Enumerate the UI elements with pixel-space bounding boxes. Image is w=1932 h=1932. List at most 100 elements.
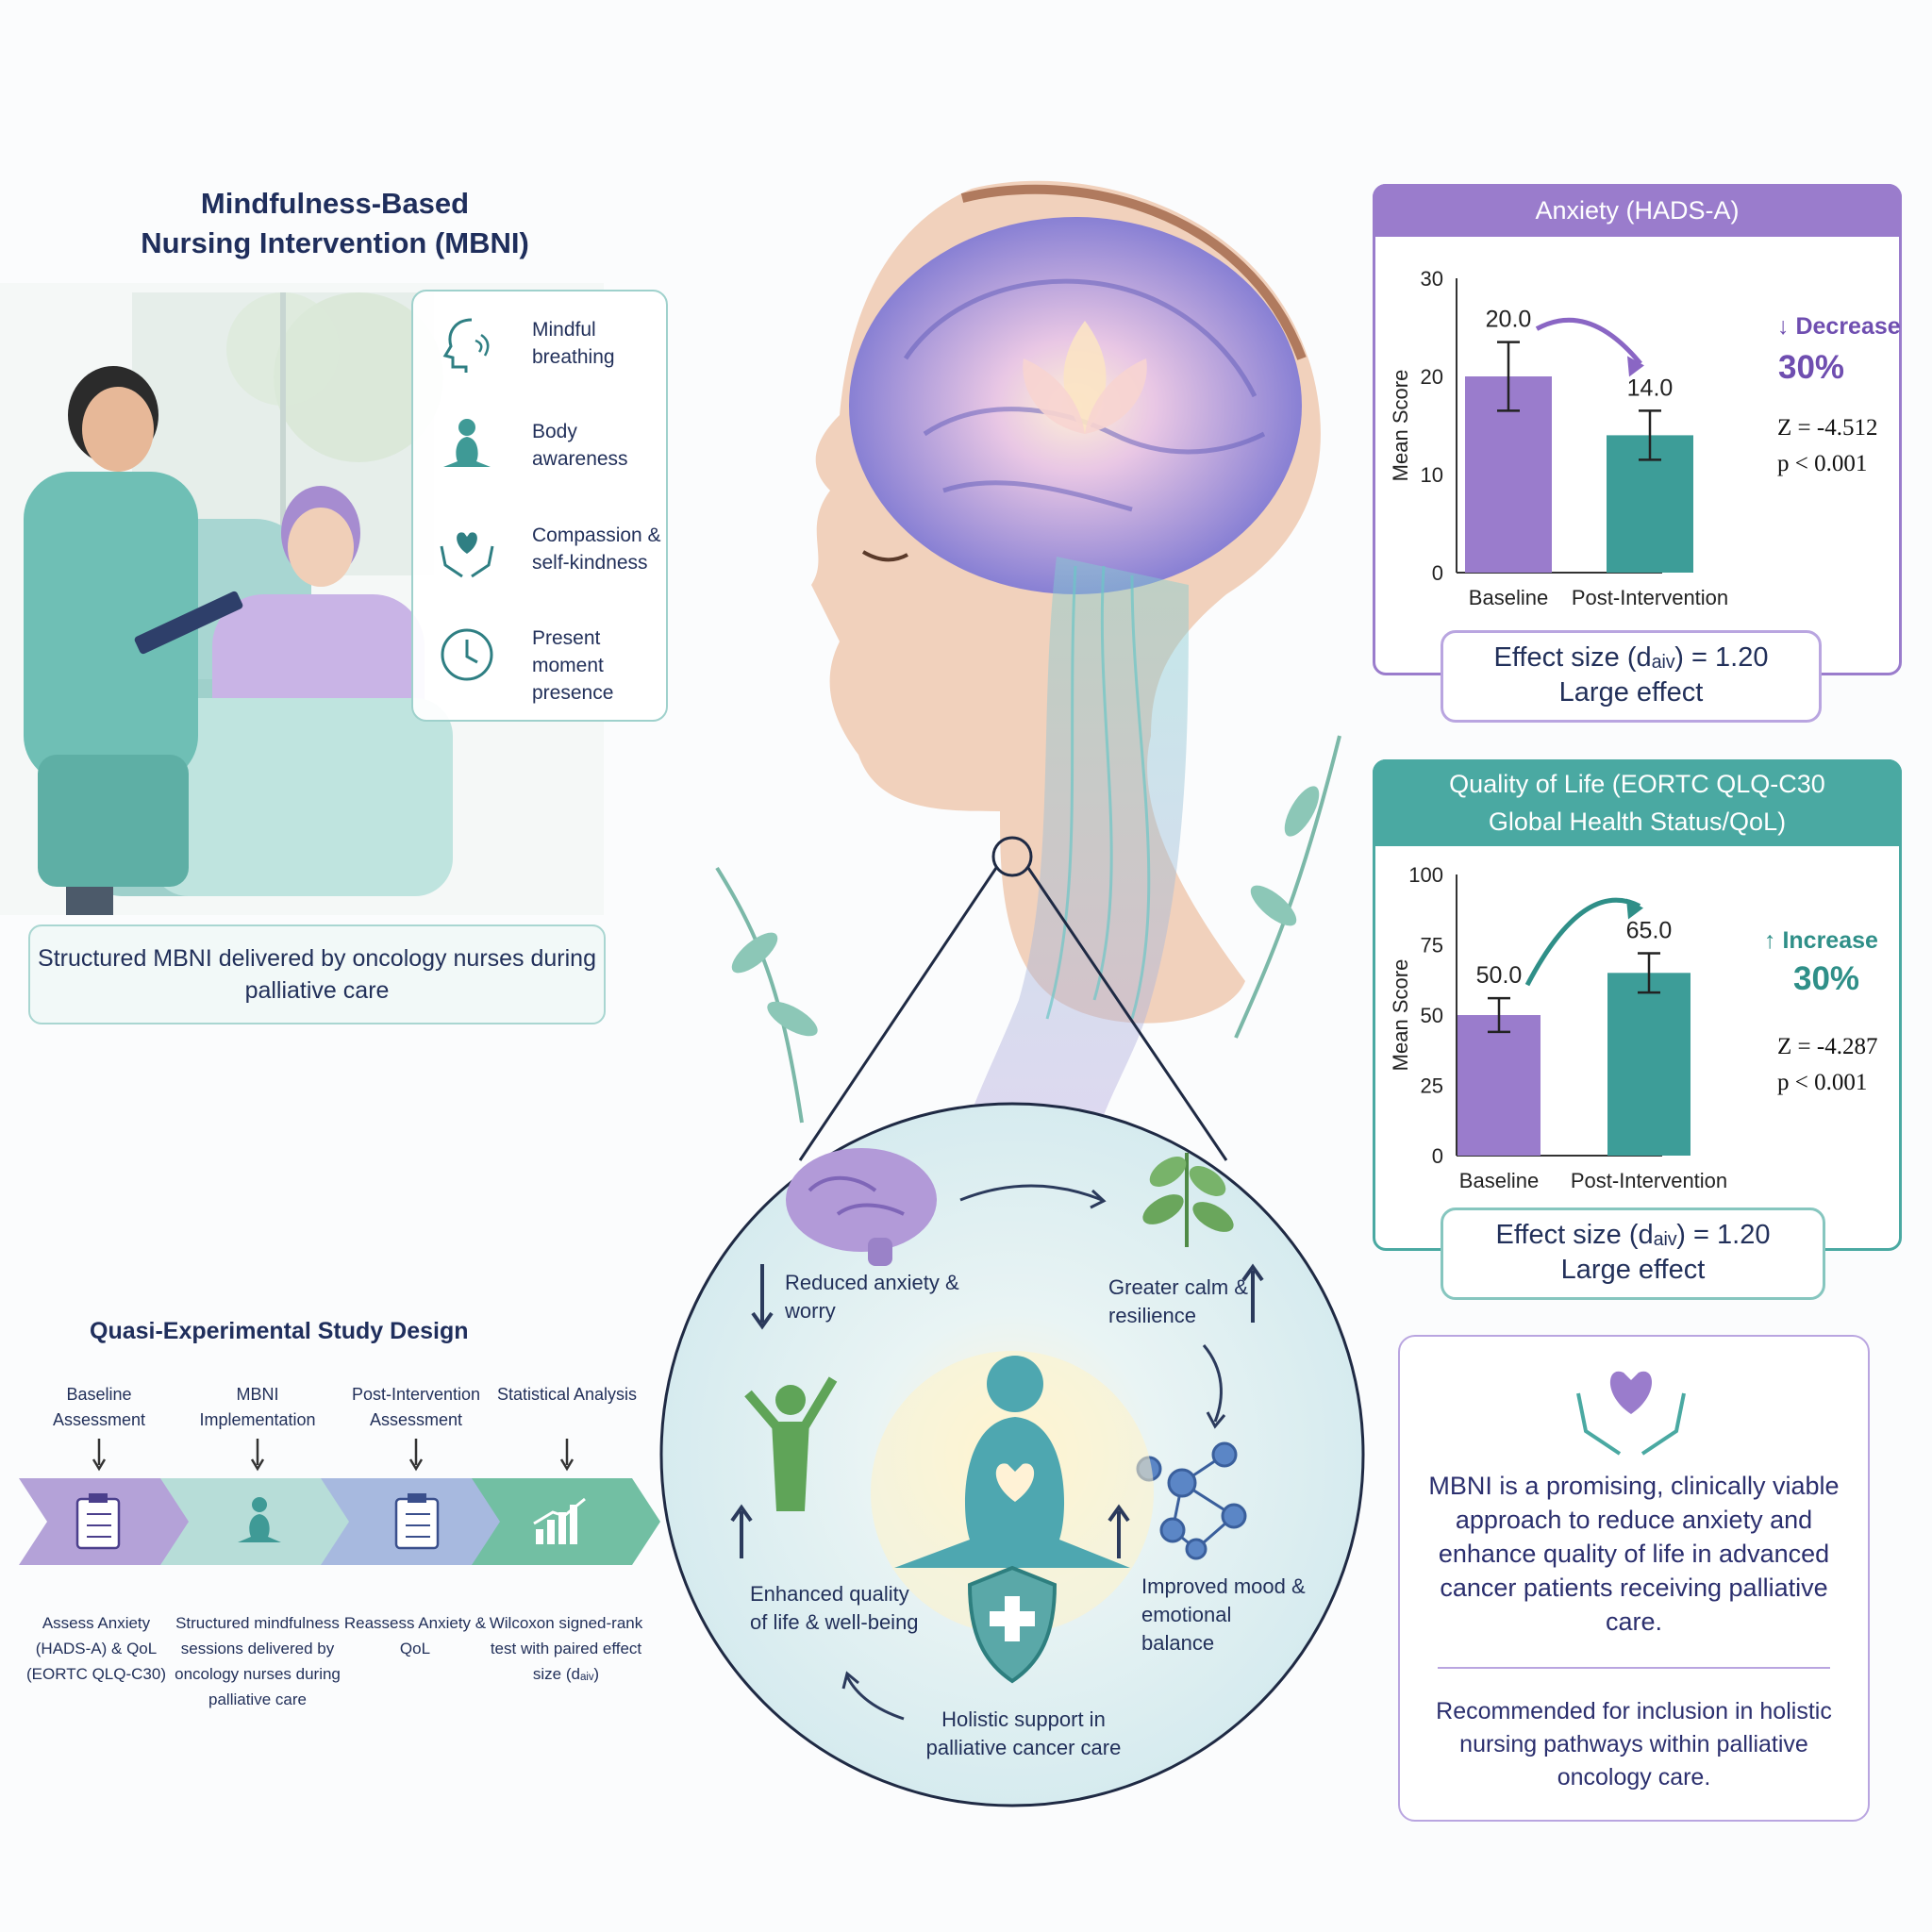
change-arrow-head — [1627, 356, 1644, 377]
step-description: Reassess Anxiety & QoL — [343, 1614, 487, 1657]
anxiety-stat-p: p < 0.001 — [1777, 451, 1868, 476]
anxiety-change-word-text: Decrease — [1795, 313, 1901, 340]
y-tick-label: 20 — [1421, 365, 1443, 389]
qol-effect-box: Effect size (dₐᵢᵥ) = 1.20 Large effect — [1441, 1208, 1825, 1300]
outcome-label: Holistic support in palliative cancer ca… — [925, 1707, 1122, 1759]
up-arrow-icon: ↑ — [1764, 927, 1783, 954]
change-arrow-head — [1626, 898, 1643, 920]
y-tick-label: 75 — [1421, 934, 1443, 958]
technique-item: Body awareness — [413, 403, 666, 488]
meditation-figure-icon — [443, 419, 491, 467]
intervention-caption: Structured MBNI delivered by oncology nu… — [38, 945, 596, 1004]
conclusion-recommendation: Recommended for inclusion in holistic nu… — [1436, 1698, 1832, 1790]
qol-title-line1: Quality of Life (EORTC QLQ-C30 — [1449, 770, 1825, 798]
up-arrow-icon — [1241, 1263, 1264, 1323]
mindfulness-techniques-box: Mindful breathing Body awareness Compass… — [411, 290, 668, 722]
meditation-figure-icon — [238, 1497, 281, 1542]
shield-cross-icon — [967, 1565, 1058, 1684]
technique-item: Compassion & self-kindness — [413, 507, 666, 591]
clipboard-icon — [75, 1493, 121, 1550]
study-design-title: Quasi-Experimental Study Design — [90, 1318, 469, 1344]
step-description: Wilcoxon signed-rank test with paired ef… — [489, 1614, 643, 1683]
y-tick-label: 30 — [1421, 267, 1443, 291]
technique-item: Mindful breathing — [413, 301, 666, 386]
anxiety-change-word: ↓ Decrease — [1777, 313, 1901, 341]
breathing-icon — [442, 318, 490, 373]
up-arrow-icon — [730, 1504, 753, 1558]
anxiety-panel-title: Anxiety (HADS-A) — [1373, 184, 1902, 237]
x-tick-label: Post-Intervention — [1572, 586, 1728, 609]
data-label: 14.0 — [1627, 375, 1674, 401]
y-tick-label: 0 — [1432, 1144, 1443, 1168]
technique-label: Compassion & self-kindness — [532, 525, 661, 574]
qol-effect-line1: Effect size (dₐᵢᵥ) = 1.20 — [1495, 1220, 1771, 1250]
qol-stat-p: p < 0.001 — [1777, 1070, 1868, 1095]
mindful-head-illustration — [715, 180, 1341, 1208]
anxiety-effect-line1: Effect size (dₐᵢᵥ) = 1.20 — [1493, 642, 1769, 673]
qol-title-line2: Global Health Status/QoL) — [1488, 808, 1787, 836]
clipboard-icon — [394, 1493, 440, 1550]
anxiety-effect-line2: Large effect — [1558, 677, 1704, 708]
meditating-figure-heart-icon — [894, 1356, 1130, 1568]
qol-effect-line2: Large effect — [1560, 1255, 1706, 1285]
technique-label: Mindful breathing — [532, 319, 615, 368]
down-arrow-icon — [751, 1264, 774, 1330]
y-axis-label: Mean Score — [1389, 370, 1412, 482]
qol-change-word-text: Increase — [1782, 927, 1878, 954]
y-tick-label: 10 — [1421, 463, 1443, 487]
data-label: 50.0 — [1476, 962, 1523, 989]
outcome-label: Greater calm & resilience — [1108, 1275, 1248, 1327]
qol-change-pct: 30% — [1793, 960, 1860, 997]
outcome-label: Enhanced quality of life & well-being — [750, 1582, 919, 1634]
intervention-title-line1: Mindfulness-Based — [200, 187, 470, 220]
anxiety-change-pct: 30% — [1778, 349, 1845, 386]
step-label: Post-Intervention Assessment — [351, 1385, 481, 1429]
y-tick-label: 100 — [1408, 863, 1443, 887]
bar-post-intervention — [1607, 973, 1690, 1156]
y-tick-label: 50 — [1421, 1004, 1443, 1027]
technique-item: Present moment presence — [413, 609, 666, 704]
y-tick-label: 0 — [1432, 561, 1443, 585]
brain-icon — [786, 1148, 937, 1266]
network-icon — [1136, 1441, 1247, 1560]
celebrating-person-icon — [744, 1376, 838, 1511]
technique-label: Present moment presence — [532, 627, 614, 704]
x-tick-label: Baseline — [1459, 1169, 1539, 1192]
heart-hands-icon — [1576, 1371, 1686, 1456]
bar-baseline — [1457, 1015, 1541, 1156]
step-label: Statistical Analysis — [496, 1385, 638, 1404]
intervention-title: Mindfulness-Based Nursing Intervention (… — [94, 184, 575, 263]
conclusion-text: MBNI is a promising, clinically viable a… — [1428, 1472, 1840, 1636]
x-tick-label: Baseline — [1469, 586, 1548, 609]
data-label: 65.0 — [1626, 917, 1673, 943]
conclusion-divider — [1438, 1667, 1830, 1669]
qol-stat-z: Z = -4.287 — [1777, 1034, 1878, 1059]
study-design-chevrons — [19, 1439, 660, 1565]
leaves-icon — [1142, 1153, 1234, 1247]
intervention-title-line2: Nursing Intervention (MBNI) — [141, 226, 529, 259]
step-description: Assess Anxiety (HADS-A) & QoL (EORTC QLQ… — [26, 1614, 166, 1683]
qol-panel-title: Quality of Life (EORTC QLQ-C30 Global He… — [1373, 759, 1902, 846]
step-label: Baseline Assessment — [52, 1385, 146, 1429]
down-arrow-icon: ↓ — [1777, 313, 1796, 340]
intervention-caption-box: Structured MBNI delivered by oncology nu… — [28, 924, 606, 1024]
conclusion-box: MBNI is a promising, clinically viable a… — [1398, 1335, 1870, 1822]
outcomes-circle — [659, 1102, 1365, 1807]
technique-label: Body awareness — [532, 421, 628, 470]
anxiety-stat-z: Z = -4.512 — [1777, 415, 1878, 441]
outcome-label: Reduced anxiety & worry — [785, 1271, 959, 1323]
step-label: MBNI Implementation — [199, 1385, 316, 1429]
clock-icon — [441, 628, 493, 681]
qol-change-word: ↑ Increase — [1764, 927, 1878, 955]
change-arrow — [1535, 317, 1642, 365]
up-arrow-icon — [1108, 1504, 1130, 1558]
bar-chart-icon — [533, 1497, 586, 1544]
data-label: 20.0 — [1486, 307, 1532, 333]
step-description: Structured mindfulness sessions delivere… — [175, 1614, 341, 1708]
y-axis-label: Mean Score — [1389, 959, 1412, 1072]
lotus-icon — [1023, 321, 1147, 434]
heart-hands-icon — [440, 532, 494, 578]
study-design-flow: Baseline Assessment MBNI Implementation … — [19, 1382, 660, 1722]
